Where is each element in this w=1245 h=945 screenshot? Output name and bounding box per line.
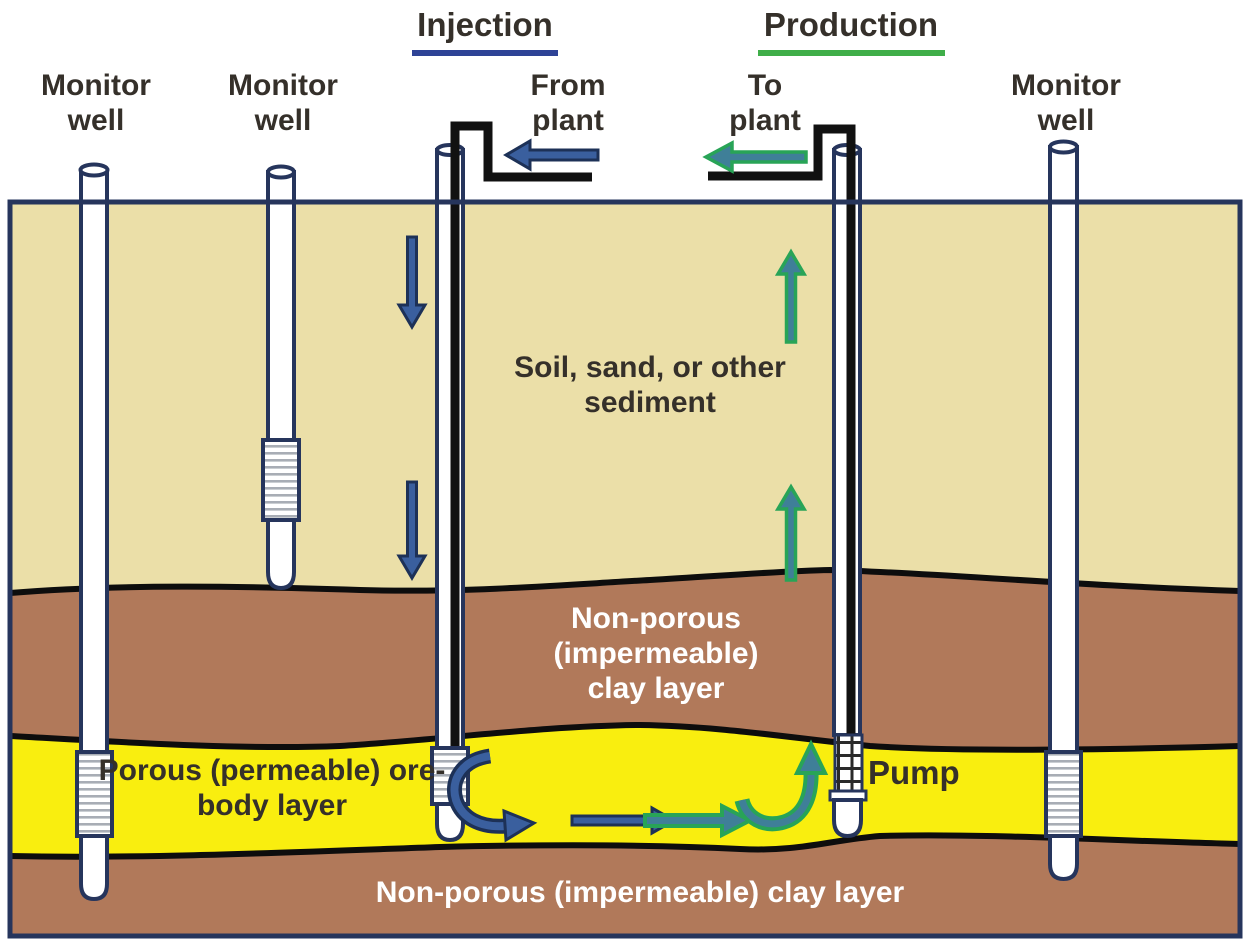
to-plant-arrow-icon (702, 140, 808, 174)
production-curved-arrow-icon (734, 739, 829, 832)
upper-clay-layer-label: Non-porous (impermeable) clay layer (553, 602, 759, 706)
ore-clay-boundary (9, 832, 1241, 860)
monitor-well-left-graphic (75, 162, 114, 902)
monitor-well-right-graphic (1044, 139, 1083, 882)
injection-down-arrow-icon (396, 235, 428, 330)
injection-title: Injection (417, 6, 553, 43)
soil-clay-boundary (9, 566, 1241, 596)
soil-layer-label: Soil, sand, or other sediment (514, 351, 786, 420)
injection-down-arrow-icon (396, 480, 428, 581)
injection-pipe (450, 121, 592, 750)
ore-body-layer (10, 725, 1240, 857)
ore-flow-green-arrow-icon (643, 802, 755, 839)
from-plant-arrow-icon (503, 138, 600, 172)
production-title: Production (763, 6, 939, 43)
well-screen (1044, 750, 1083, 838)
pump-screen (833, 733, 864, 795)
from-plant-label: From plant (530, 69, 606, 138)
well-screen (75, 750, 114, 838)
monitor-well-left-label: Monitor well (41, 69, 151, 138)
to-plant-label: To plant (729, 69, 801, 138)
pump-label: Pump (868, 754, 960, 791)
injection-underline (412, 50, 558, 56)
pump-housing (832, 798, 863, 839)
well-screen (261, 438, 301, 522)
production-well-graphic (708, 124, 868, 839)
injection-curved-arrow-icon (447, 748, 538, 843)
ore-body-layer-label: Porous (permeable) ore-body layer (98, 754, 446, 823)
production-pipe (708, 124, 856, 737)
monitor-well-mid-label: Monitor well (228, 69, 338, 138)
production-underline (758, 50, 945, 56)
monitor-well-right-label: Monitor well (1011, 69, 1121, 138)
monitor-well-mid-graphic (261, 164, 301, 591)
production-up-arrow-icon (774, 248, 808, 344)
lower-clay-layer-label: Non-porous (impermeable) clay layer (375, 876, 905, 909)
clay-ore-boundary (9, 721, 1241, 753)
production-up-arrow-icon (774, 483, 808, 582)
ground-border (7, 199, 1243, 939)
